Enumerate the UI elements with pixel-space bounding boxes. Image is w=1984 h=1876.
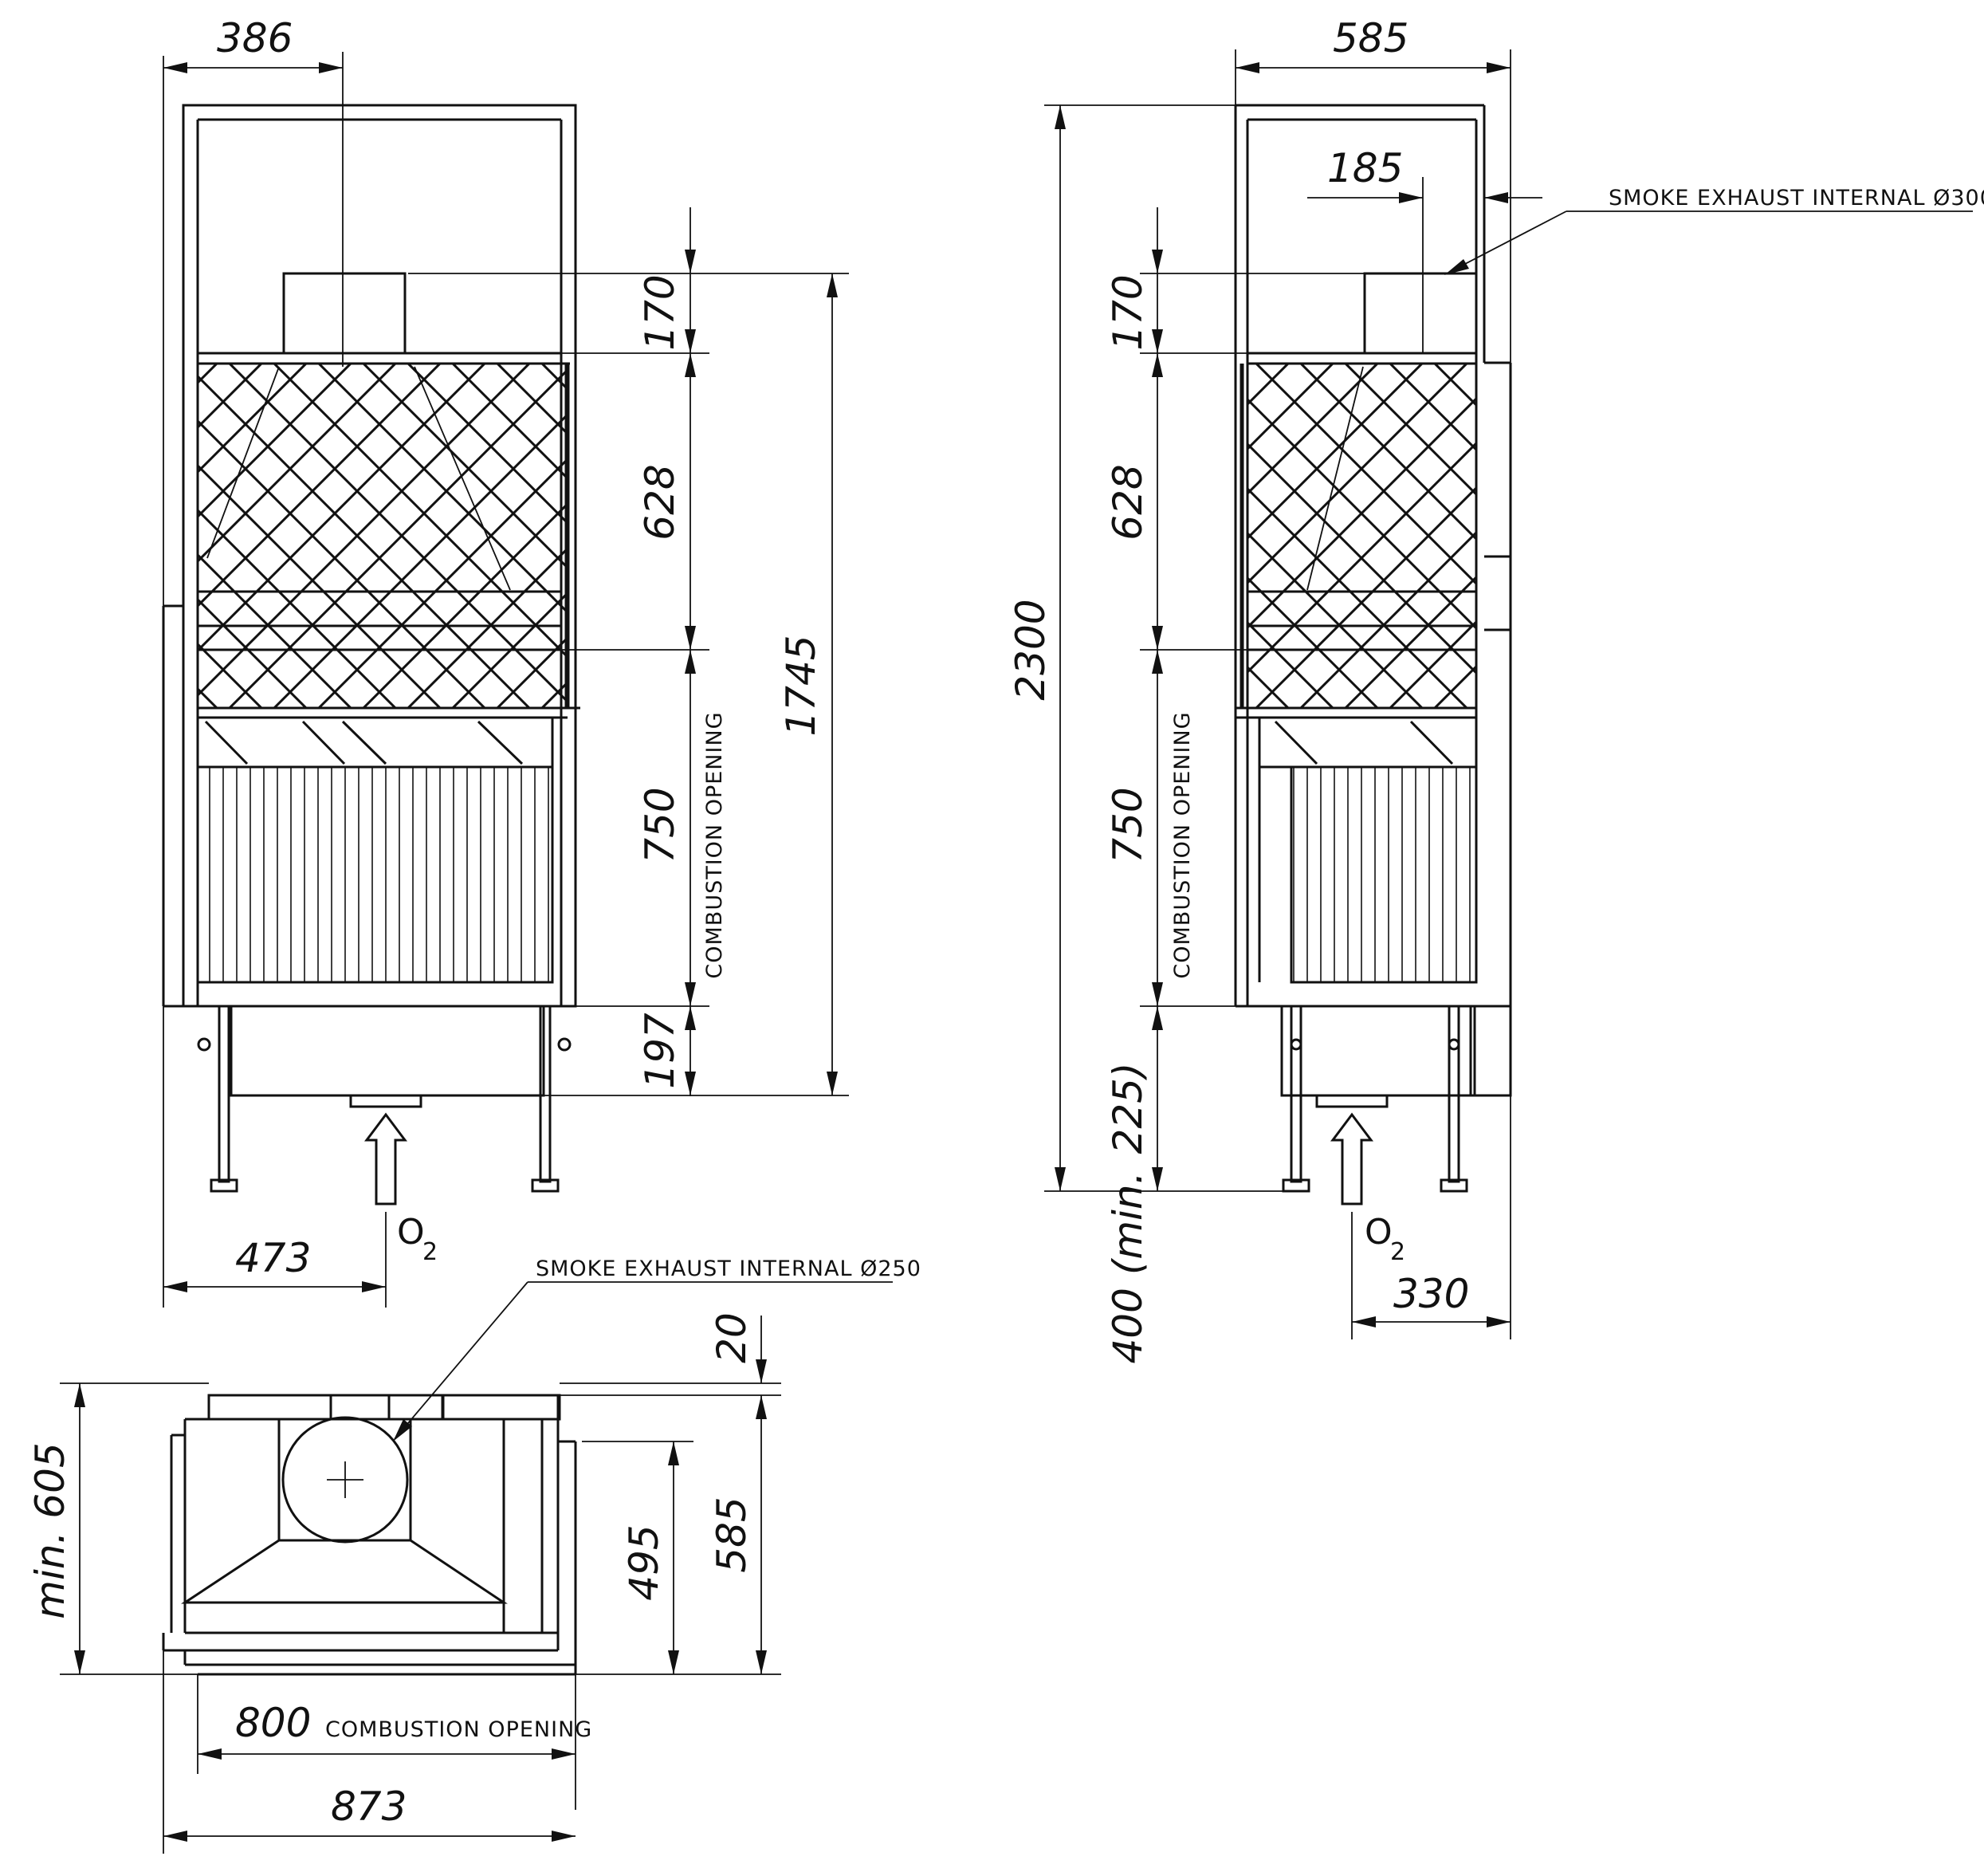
dim-side-flue-offset: 185 bbox=[1327, 145, 1403, 191]
front-flue-collar bbox=[282, 272, 407, 355]
dim-side-min-floor: 400 (min. bbox=[1105, 1171, 1151, 1363]
dim-front-top-offset: 386 bbox=[217, 15, 293, 61]
dim-side-inlet: 330 bbox=[1393, 1271, 1469, 1317]
front-oxygen-sub: 2 bbox=[422, 1238, 438, 1266]
dim-side-upper-glass: 628 bbox=[1105, 464, 1151, 540]
front-upper-glass bbox=[198, 364, 566, 708]
side-air-inlet bbox=[1315, 1094, 1389, 1108]
front-view: O 2 386 170 628 750 COMBUSTION OPENING 1… bbox=[162, 15, 849, 1308]
side-upper-glass bbox=[1247, 364, 1476, 708]
side-oxygen-label: O bbox=[1365, 1212, 1393, 1253]
dim-plan-opening-width: 800 bbox=[235, 1700, 311, 1746]
side-combustion-opening-label: COMBUSTION OPENING bbox=[1170, 711, 1195, 978]
side-smoke-exhaust-note: SMOKE EXHAUST INTERNAL Ø300 bbox=[1609, 186, 1984, 210]
dim-front-inlet: 473 bbox=[235, 1235, 311, 1281]
dim-plan-total-width: 873 bbox=[331, 1784, 407, 1830]
plan-combustion-opening-label: COMBUSTION OPENING bbox=[325, 1717, 592, 1742]
dim-front-opening: 750 bbox=[637, 787, 683, 863]
side-oxygen-sub: 2 bbox=[1390, 1238, 1405, 1266]
front-base-box bbox=[230, 1005, 545, 1097]
front-firebox bbox=[198, 767, 552, 982]
front-air-inlet bbox=[349, 1094, 422, 1108]
dim-plan-inner-depth: 495 bbox=[621, 1524, 667, 1600]
side-oxygen-arrow bbox=[1330, 1112, 1373, 1205]
dim-side-flue: 170 bbox=[1105, 274, 1151, 350]
dim-front-flue: 170 bbox=[637, 274, 683, 350]
plan-flue-circle bbox=[281, 1416, 409, 1544]
front-combustion-opening-label: COMBUSTION OPENING bbox=[702, 711, 727, 978]
dim-plan-min-depth: min. 605 bbox=[27, 1442, 73, 1619]
plan-view: SMOKE EXHAUST INTERNAL Ø250 20 585 495 m… bbox=[27, 1257, 921, 1854]
front-oxygen-arrow bbox=[364, 1112, 407, 1205]
dim-front-base: 197 bbox=[637, 1013, 683, 1089]
front-oxygen-label: O bbox=[397, 1212, 425, 1253]
side-base-box bbox=[1280, 1005, 1476, 1097]
dim-side-depth: 585 bbox=[1333, 15, 1408, 61]
dim-front-total: 1745 bbox=[778, 635, 824, 736]
dim-plan-gap: 20 bbox=[709, 1312, 755, 1363]
dim-side-opening: 750 bbox=[1105, 787, 1151, 863]
dim-side-base: 225) bbox=[1105, 1063, 1151, 1154]
dim-front-upper-glass: 628 bbox=[637, 464, 683, 540]
side-view: O 2 585 185 SMOKE EXHAUST INTERNAL Ø300 bbox=[1008, 15, 1984, 1364]
side-flue-collar bbox=[1363, 272, 1478, 355]
dim-side-total: 2300 bbox=[1008, 599, 1054, 700]
side-firebox bbox=[1291, 767, 1476, 982]
dim-plan-depth: 585 bbox=[709, 1496, 755, 1572]
plan-smoke-exhaust-note: SMOKE EXHAUST INTERNAL Ø250 bbox=[536, 1257, 921, 1281]
